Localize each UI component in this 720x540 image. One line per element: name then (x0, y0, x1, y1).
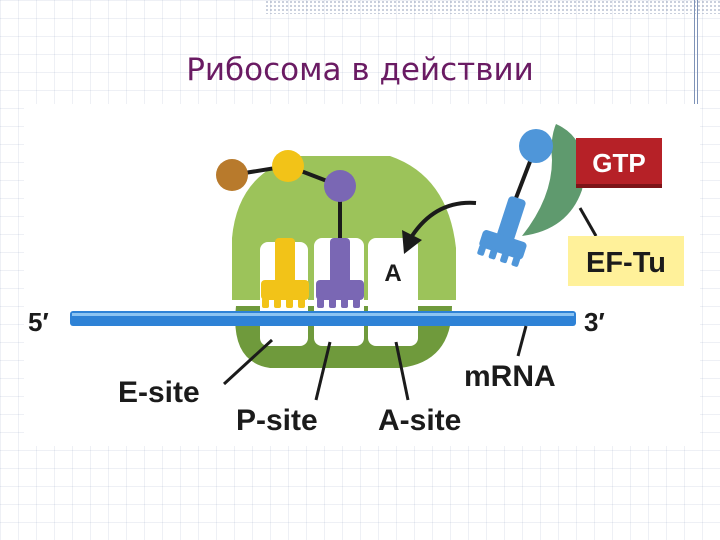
a-site-label: A-site (378, 404, 461, 437)
trna-blue (477, 196, 527, 267)
amino-acid-brown (216, 159, 248, 191)
slide-title: Рибосома в действии (186, 52, 534, 88)
eftu-protein (522, 124, 585, 236)
p-site-label: P-site (236, 404, 318, 437)
amino-acid-purple (324, 170, 356, 202)
mrna-pointer (516, 325, 528, 357)
e-site-label: E-site (118, 376, 200, 409)
e-site-pointer (222, 338, 274, 386)
gtp-box-shadow (576, 184, 662, 188)
p-site-pointer (314, 341, 332, 401)
trna-yellow (261, 238, 309, 308)
eftu-label: EF-Tu (586, 247, 666, 279)
a-site-pointer (394, 341, 410, 401)
five-prime-label: 5′ (28, 307, 49, 337)
a-slot-label: A (384, 260, 401, 287)
mrna-label: mRNA (464, 360, 556, 393)
entry-arrow (410, 200, 477, 238)
gtp-label: GTP (592, 148, 645, 178)
entry-arrowhead (402, 230, 422, 254)
header-pattern (265, 0, 720, 14)
eftu-pointer (578, 207, 598, 237)
mrna-highlight (72, 313, 574, 316)
decorative-line (697, 0, 698, 190)
amino-acid-yellow (272, 150, 304, 182)
gtp-box (576, 138, 662, 188)
a-slot (368, 238, 418, 346)
amino-acid-blue (519, 129, 553, 163)
trna-purple (316, 238, 364, 308)
three-prime-label: 3′ (584, 307, 605, 337)
eftu-box (568, 236, 684, 286)
decorative-line (694, 0, 695, 190)
